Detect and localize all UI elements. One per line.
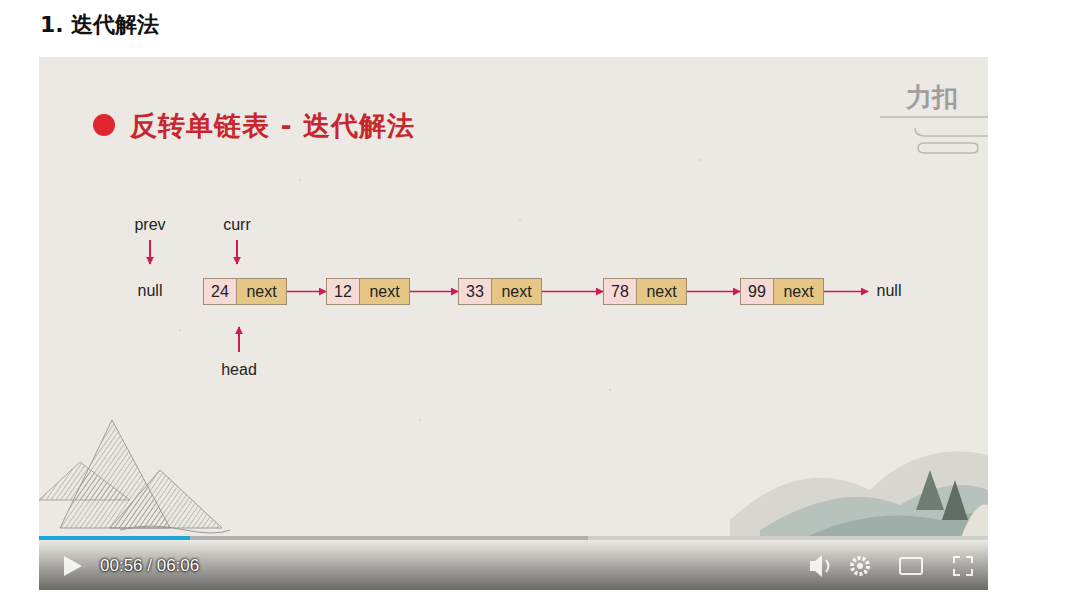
next-cell: next xyxy=(637,279,686,304)
curr-pointer xyxy=(236,240,238,264)
slide-title: 反转单链表 - 迭代解法 xyxy=(130,108,415,144)
mountain-drawing xyxy=(39,420,230,533)
title-dot xyxy=(93,114,115,136)
list-node: 78next xyxy=(603,278,687,305)
value-cell: 33 xyxy=(459,279,492,304)
cc-icon xyxy=(900,558,922,574)
next-link xyxy=(687,291,740,292)
hills-drawing xyxy=(730,452,988,540)
time-display: 00:56 / 06:06 xyxy=(100,556,199,576)
next-cell: next xyxy=(237,279,286,304)
progress-played xyxy=(39,536,190,540)
pointer-label: head xyxy=(221,361,257,379)
volume-icon xyxy=(810,555,829,577)
value-cell: 12 xyxy=(327,279,360,304)
control-bar xyxy=(39,540,988,590)
list-node: 24next xyxy=(203,278,287,305)
list-node: 12next xyxy=(326,278,410,305)
progress-track xyxy=(39,536,988,540)
progress-buffered xyxy=(39,536,588,540)
cloud-ornament xyxy=(880,117,988,153)
value-cell: 78 xyxy=(604,279,637,304)
next-link xyxy=(410,291,458,292)
fullscreen-icon xyxy=(954,557,972,575)
next-cell: next xyxy=(774,279,823,304)
value-cell: 99 xyxy=(741,279,774,304)
logo-text: 力扣 xyxy=(906,80,958,115)
pointer-label: prev xyxy=(134,216,165,234)
prev-pointer xyxy=(149,240,151,264)
video-ground xyxy=(39,57,988,590)
play-icon xyxy=(64,556,82,576)
next-cell: next xyxy=(492,279,541,304)
list-node: 99next xyxy=(740,278,824,305)
null-arrow xyxy=(824,291,868,292)
head-pointer xyxy=(238,327,240,352)
settings-icon xyxy=(852,558,868,574)
next-link xyxy=(542,291,603,292)
null-label: null xyxy=(877,282,902,300)
pointer-label: curr xyxy=(223,216,251,234)
value-cell: 24 xyxy=(204,279,237,304)
list-node: 33next xyxy=(458,278,542,305)
page-heading: 1. 迭代解法 xyxy=(40,10,159,40)
paper-texture xyxy=(179,159,701,421)
next-cell: next xyxy=(360,279,409,304)
next-link xyxy=(287,291,326,292)
null-label: null xyxy=(138,282,163,300)
